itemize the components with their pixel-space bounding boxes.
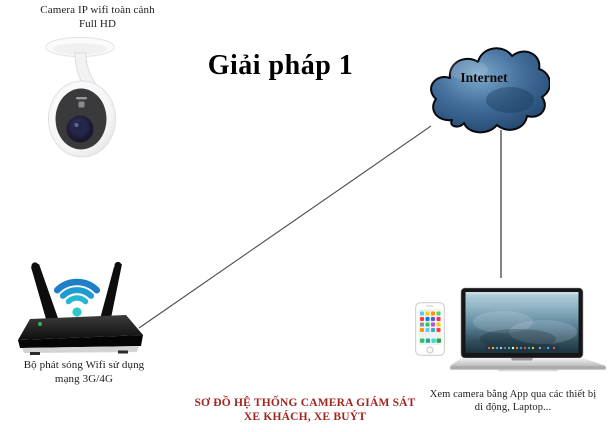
laptop-dock: [485, 345, 559, 351]
camera-label-line2: Full HD: [78, 17, 117, 30]
viewer-label: Xem camera bằng App qua các thiết bị di …: [413, 388, 609, 414]
camera-logo-square: [78, 101, 85, 108]
router-body: [18, 315, 143, 355]
camera-lens-glint: [74, 123, 79, 127]
laptop-image: [450, 287, 606, 372]
router-label-line2: mạng 3G/4G: [54, 372, 114, 385]
ip-camera-image: [45, 37, 116, 158]
camera-label-line1: Camera IP wifi toàn cảnh: [40, 4, 155, 16]
laptop-menubar: [465, 292, 579, 295]
router-foot-left: [30, 352, 40, 355]
diagram-caption: SƠ ĐỒ HỆ THỐNG CAMERA GIÁM SÁT XE KHÁCH,…: [155, 397, 455, 424]
connector-router-internet: [138, 125, 432, 329]
camera-lens-inner: [72, 121, 88, 137]
router-label-line1: Bộ phát sóng Wifi sử dụng: [23, 359, 145, 371]
camera-mount-shadow: [53, 43, 107, 55]
cloud-shape: [430, 47, 550, 134]
smartphone-image: [415, 302, 445, 356]
router-antenna-left: [31, 262, 59, 326]
page-title: Giải pháp 1: [207, 50, 354, 81]
caption-line2: XE KHÁCH, XE BUÝT: [243, 410, 367, 423]
phone-app-grid: [420, 311, 441, 343]
cloud-shade: [486, 87, 534, 113]
camera-label: Camera IP wifi toàn cảnh Full HD: [25, 4, 170, 31]
router-antenna-right: [100, 261, 122, 323]
wifi-router-image: [18, 261, 143, 355]
caption-line1: SƠ ĐỒ HỆ THỐNG CAMERA GIÁM SÁT: [194, 397, 416, 409]
router-led: [38, 322, 42, 326]
internet-label: Internet: [460, 70, 508, 85]
camera-stem: [74, 52, 96, 87]
laptop-wallpaper: [465, 292, 579, 353]
cloud-highlight: [448, 60, 488, 80]
internet-cloud: Internet: [430, 47, 550, 134]
phone-home-button: [426, 346, 434, 354]
phone-speaker: [426, 305, 434, 307]
phone-screen: [418, 309, 442, 345]
wifi-signal-icon: [53, 278, 101, 317]
viewer-label-line2: di động, Laptop...: [474, 402, 552, 413]
laptop-notch: [511, 358, 533, 361]
viewer-label-line1: Xem camera bằng App qua các thiết bị: [429, 389, 597, 400]
router-foot-right: [118, 350, 128, 354]
camera-logo-mark: [76, 97, 87, 100]
laptop-base: [450, 358, 606, 372]
router-label: Bộ phát sóng Wifi sử dụng mạng 3G/4G: [0, 359, 168, 386]
